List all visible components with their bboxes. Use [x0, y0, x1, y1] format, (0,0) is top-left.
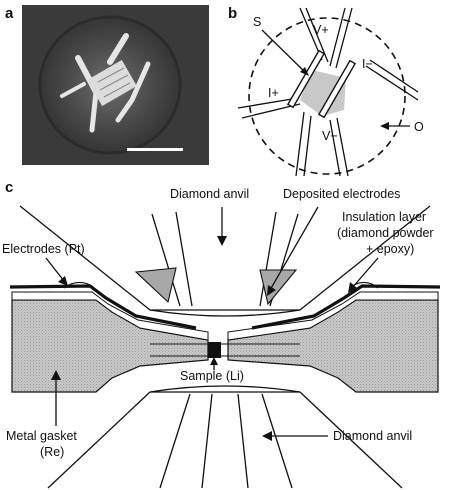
- arrow-sample-li-head: [210, 357, 218, 365]
- arrow-diamond-anvil-top-head: [217, 236, 227, 246]
- pt-electrode-right: [251, 284, 441, 330]
- label-insulation-1: Insulation layer: [342, 210, 426, 224]
- diamond-anvil-bottom: [47, 385, 403, 489]
- panel-c: c: [2, 179, 441, 489]
- pt-electrode-left-bump: [63, 281, 93, 289]
- micrograph-electrodes: [60, 33, 151, 133]
- label-metal-gasket-2: (Re): [40, 445, 64, 459]
- scale-bar: [127, 148, 183, 151]
- label-v-minus: V−: [322, 129, 338, 143]
- label-deposited-electrodes: Deposited electrodes: [283, 187, 400, 201]
- label-sample-li: Sample (Li): [180, 369, 244, 383]
- arrow-electrodes-pt-head: [58, 276, 68, 286]
- label-i-plus: I+: [268, 86, 279, 100]
- label-metal-gasket-1: Metal gasket: [6, 429, 77, 443]
- label-insulation-2: (diamond powder: [337, 226, 434, 240]
- arrow-electrodes-pt: [45, 257, 65, 282]
- gasket-outline-dashed: [248, 17, 406, 175]
- arrow-diamond-anvil-bottom-head: [262, 431, 272, 441]
- panel-label-a: a: [5, 5, 14, 22]
- arrow-s: [261, 29, 308, 75]
- arrow-o-head: [380, 122, 389, 130]
- panel-label-b: b: [228, 5, 237, 22]
- arrow-deposited-electrodes: [269, 206, 319, 291]
- arrow-insulation-head: [348, 282, 357, 293]
- deposited-electrode-right: [259, 269, 298, 306]
- insulation-right: [227, 291, 439, 341]
- label-v-plus: V+: [313, 23, 329, 37]
- arrow-deposited-electrodes-head: [267, 285, 276, 296]
- electrode-leads: [237, 7, 419, 177]
- label-electrodes-pt: Electrodes (Pt): [2, 242, 85, 256]
- panel-b: b S V+ I− I+ V− O: [228, 5, 424, 177]
- arrow-metal-gasket-head: [51, 370, 61, 380]
- sample: [208, 342, 221, 358]
- insulation-left: [11, 291, 209, 341]
- sample-region: [300, 70, 346, 116]
- pt-electrode-left: [9, 284, 197, 330]
- panel-a: a: [5, 5, 209, 165]
- arrow-insulation: [351, 257, 379, 289]
- deposited-strips: [286, 49, 357, 119]
- label-i-minus: I−: [362, 57, 373, 71]
- label-s: S: [253, 15, 261, 29]
- arrow-s-head: [300, 67, 309, 76]
- label-o: O: [414, 120, 424, 134]
- label-insulation-3: + epoxy): [366, 242, 414, 256]
- label-diamond-anvil-top: Diamond anvil: [170, 187, 249, 201]
- micrograph-sample: [87, 60, 137, 106]
- gasket-hole-edge: [38, 15, 182, 155]
- label-diamond-anvil-bottom: Diamond anvil: [333, 429, 412, 443]
- panel-label-c: c: [5, 179, 13, 196]
- deposited-electrode-left: [134, 267, 177, 304]
- micrograph-sample-texture: [97, 67, 131, 98]
- diamond-anvil-top: [19, 205, 431, 317]
